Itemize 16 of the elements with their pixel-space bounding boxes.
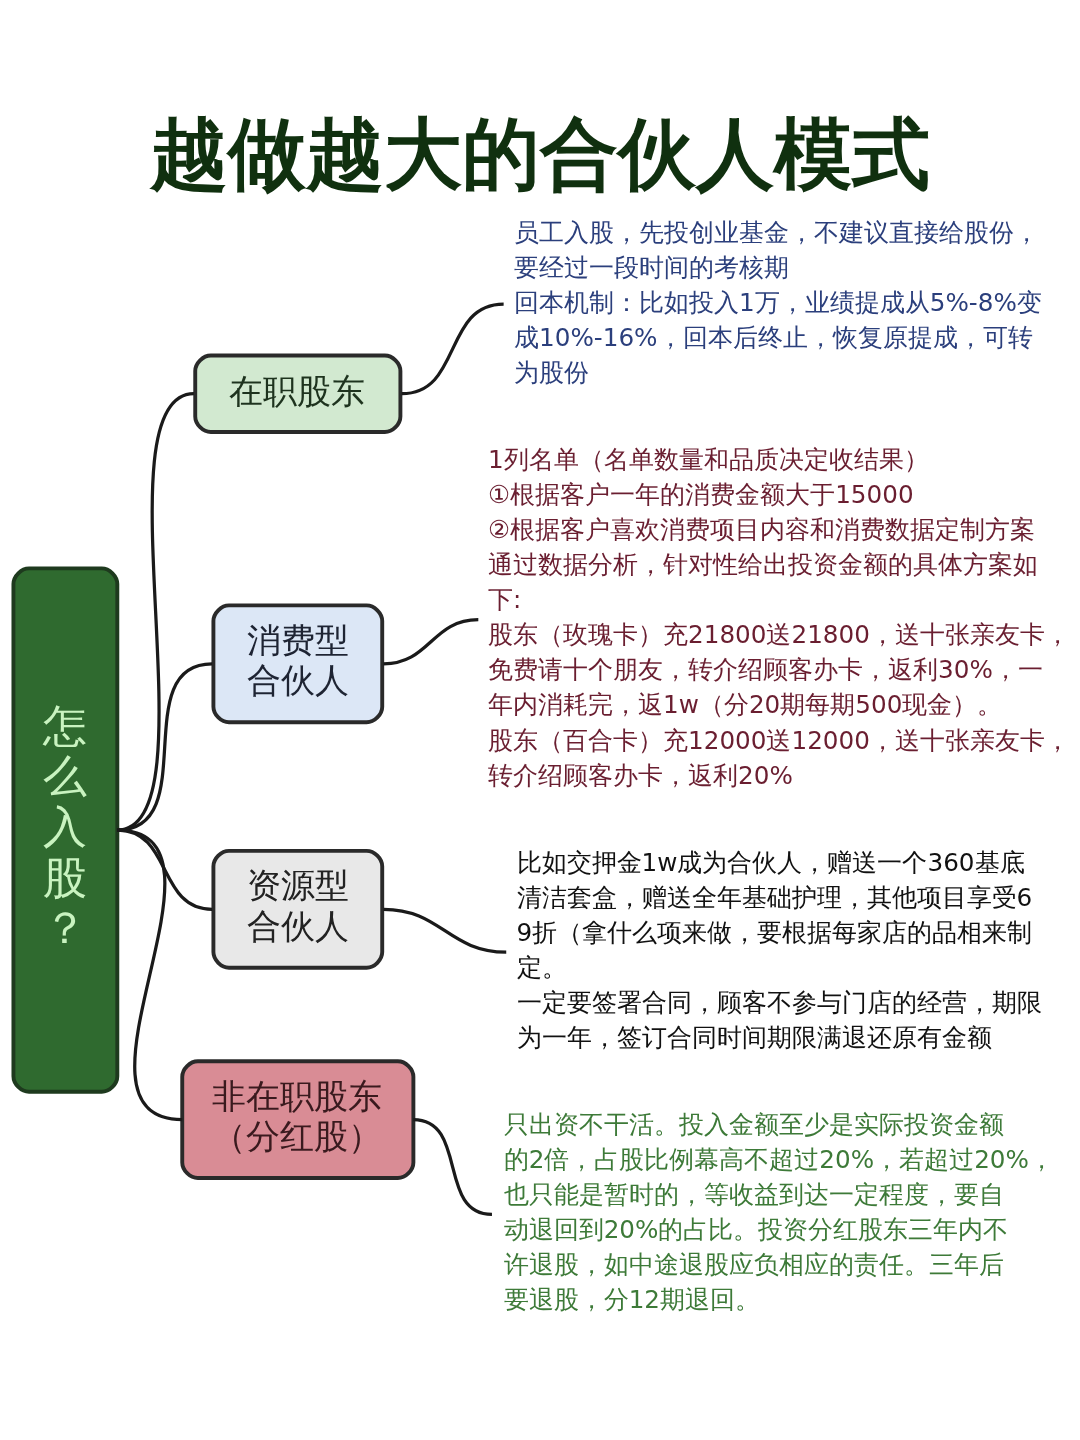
node-box: 在职股东: [193, 353, 403, 434]
node-text: 只出资不干活。投入金额至少是实际投资金额的2倍，占股比例幕高不超过20%，若超过20%，也只能是暂时的，等收益到达一定程度，要自动退回到20%的占比。投资分红股东三年内不许退股，如中途退股应负相应的责任。三年后要退股，分12期退回。: [503, 1109, 1054, 1315]
connector: [116, 828, 183, 1122]
connector: [401, 302, 504, 396]
node-text: 员工入股，先投创业基金，不建议直接给股份，要经过一段时间的考核期 回本机制：比如投入1万，业绩提成从5%-8%变成10%-16%，回本后终止，恢复原提成，可转为股份: [514, 217, 1042, 388]
node-text: 1列名单（名单数量和品质决定收结果） ①根据客户一年的消费金额大于15000 ②根据客户喜欢消费项目内容和消费数据定制方案 通过数据分析，针对性给出投资金额的具体方案如下: 股东（玫瑰卡）充21800送21800，送十张亲友卡，免费请十个朋友，转介绍顾客办卡，返利30%，一年内消耗完，返1w（分20期每期500现金）。 股东（百合卡）充12000送12000，送十张亲友卡，转介绍顾客办卡，返利20%: [488, 445, 1070, 790]
connector: [383, 907, 507, 954]
connector: [117, 662, 213, 832]
node-box: 非在职股东（分红股）: [180, 1059, 416, 1180]
node-text: 比如交押金1w成为合伙人，赠送一个360基底清洁套盒，赠送全年基础护理，其他项目享受69折（拿什么项来做，要根据每家店的品相来制定。 一定要签署合同，顾客不参与门店的经营，期限为一年，签订合同时间期限满退还原有金额: [516, 847, 1042, 1052]
connector: [413, 1118, 493, 1217]
node-box: 怎么入股？: [11, 566, 120, 1094]
node-box: 消费型合伙人: [211, 603, 385, 725]
diagram-title: 越做越大的合伙人模式: [149, 109, 930, 200]
node-box: 资源型合伙人: [211, 848, 385, 970]
connector: [383, 618, 479, 666]
